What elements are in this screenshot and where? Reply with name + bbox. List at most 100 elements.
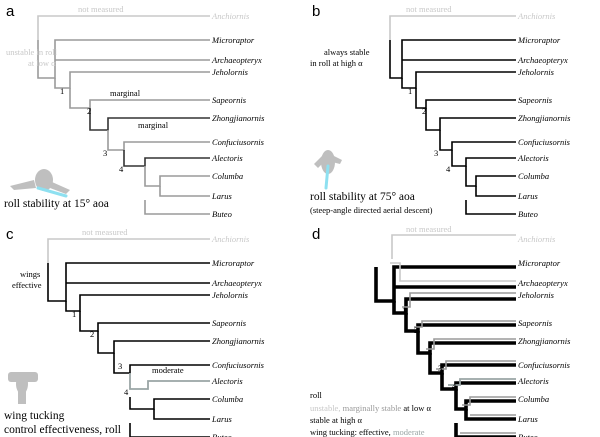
node-number: 2 (90, 329, 94, 339)
taxon-label: Jeholornis (518, 290, 555, 300)
side-annotation-line: effective (12, 280, 42, 290)
top-annotation: not measured (406, 224, 452, 234)
taxon-labels: Anchiornis Microraptor Archaeopteryx Jeh… (517, 11, 571, 219)
node-number: 1 (402, 305, 406, 315)
legend-low-alpha: at low α (403, 403, 431, 413)
taxon-label: Columba (212, 394, 243, 404)
node-number: 3 (103, 148, 107, 158)
panel-c: c Anchiornis Microraptor Archaeopteryx J… (4, 226, 265, 437)
taxon-label: Archaeopteryx (211, 55, 262, 65)
taxon-label: Jeholornis (212, 290, 249, 300)
legend-line: unstable, marginally stable at low α (310, 403, 431, 413)
taxon-labels: Anchiornis Microraptor Archaeopteryx Jeh… (211, 11, 265, 219)
taxon-label: Sapeornis (212, 318, 247, 328)
panel-caption: wing tucking (4, 410, 65, 422)
phylogenetic-tree (37, 15, 210, 215)
taxon-label: Archaeopteryx (211, 278, 262, 288)
taxon-label: Larus (517, 191, 539, 201)
taxon-label: Larus (211, 191, 233, 201)
bird-glide-15-icon (10, 169, 70, 198)
taxon-label: Sapeornis (518, 318, 553, 328)
legend-marginal: marginally stable (343, 403, 402, 413)
panel-letter: c (6, 226, 14, 243)
side-annotation-line: wings (20, 269, 40, 279)
legend-moderate: moderate (393, 427, 425, 437)
panel-caption: roll stability at 75° aoa (310, 191, 415, 203)
side-annotation-line: unstable in roll (6, 47, 58, 57)
taxon-labels: Anchiornis Microraptor Archaeopteryx Jeh… (211, 234, 265, 437)
top-annotation: not measured (406, 4, 452, 14)
node-number: 1 (408, 86, 412, 96)
top-annotation: not measured (78, 4, 124, 14)
panel-b: b Anchiornis Microraptor Archaeopteryx J… (310, 3, 571, 219)
bird-descent-75-icon (314, 150, 342, 190)
taxon-label: Zhongjianornis (212, 113, 265, 123)
legend-effective: wing tucking: effective, (310, 427, 391, 437)
taxon-label: Microraptor (517, 35, 561, 45)
taxon-label: Archaeopteryx (517, 278, 568, 288)
taxon-label: Jeholornis (212, 67, 249, 77)
taxon-label: Alectoris (517, 376, 549, 386)
taxon-label: Anchiornis (211, 234, 250, 244)
phylogenetic-tree (47, 238, 210, 437)
taxon-labels: Anchiornis Microraptor Archaeopteryx Jeh… (517, 234, 571, 437)
panel-letter: b (312, 3, 320, 20)
taxon-label: Buteo (212, 432, 232, 437)
panel-letter: a (6, 3, 15, 20)
side-annotation-line: always stable (324, 47, 370, 57)
taxon-label: Confuciusornis (518, 360, 571, 370)
legend: roll unstable, marginally stable at low … (310, 390, 431, 437)
taxon-label: Buteo (518, 209, 538, 219)
phylogenetic-tree (389, 15, 516, 215)
side-annotation-line: at low α (28, 58, 56, 68)
taxon-label: Zhongjianornis (518, 336, 571, 346)
side-annotation-line: in roll at high α (310, 58, 363, 68)
node-number: 4 (119, 164, 124, 174)
node-number: 4 (452, 381, 457, 391)
taxon-label: Columba (518, 171, 549, 181)
taxon-label: Anchiornis (211, 11, 250, 21)
taxon-label: Columba (518, 394, 549, 404)
legend-unstable: unstable, (310, 403, 340, 413)
legend-line: stable at high α (310, 415, 362, 425)
panel-a: a Anchiornis Microraptor Archaeopteryx J… (4, 3, 265, 219)
taxon-label: Buteo (518, 432, 538, 437)
taxon-label: Sapeornis (212, 95, 247, 105)
taxon-label: Buteo (212, 209, 232, 219)
node-number: 3 (434, 148, 438, 158)
top-annotation: not measured (82, 227, 128, 237)
legend-title: roll (310, 390, 322, 400)
taxon-label: Confuciusornis (212, 360, 265, 370)
taxon-label: Alectoris (211, 376, 243, 386)
node-number: 3 (118, 361, 122, 371)
taxon-label: Alectoris (517, 153, 549, 163)
taxon-label: Confuciusornis (212, 137, 265, 147)
node-number: 4 (124, 387, 129, 397)
taxon-label: Microraptor (211, 35, 255, 45)
taxon-label: Archaeopteryx (517, 55, 568, 65)
panel-d: d Anchiornis Microraptor (310, 224, 571, 437)
branch-annotation: marginal (138, 120, 169, 130)
taxon-label: Microraptor (211, 258, 255, 268)
panel-letter: d (312, 226, 320, 243)
node-number: 4 (446, 164, 451, 174)
taxon-label: Anchiornis (517, 11, 556, 21)
panel-caption-sub: (steep-angle directed aerial descent) (310, 205, 433, 215)
node-number: 3 (438, 363, 442, 373)
taxon-label: Zhongjianornis (518, 113, 571, 123)
panel-caption: roll stability at 15° aoa (4, 198, 109, 210)
node-number: 1 (60, 86, 64, 96)
panel-caption: control effectiveness, roll (4, 424, 121, 436)
branch-annotation: moderate (152, 365, 184, 375)
taxon-label: Columba (212, 171, 243, 181)
branch-annotation: marginal (110, 88, 141, 98)
node-number: 2 (414, 325, 418, 335)
phylogenetic-tree (374, 234, 516, 437)
taxon-label: Alectoris (211, 153, 243, 163)
node-number: 2 (87, 106, 91, 116)
taxon-label: Zhongjianornis (212, 336, 265, 346)
taxon-label: Larus (211, 414, 233, 424)
taxon-label: Sapeornis (518, 95, 553, 105)
taxon-label: Larus (517, 414, 539, 424)
node-number: 1 (72, 309, 76, 319)
